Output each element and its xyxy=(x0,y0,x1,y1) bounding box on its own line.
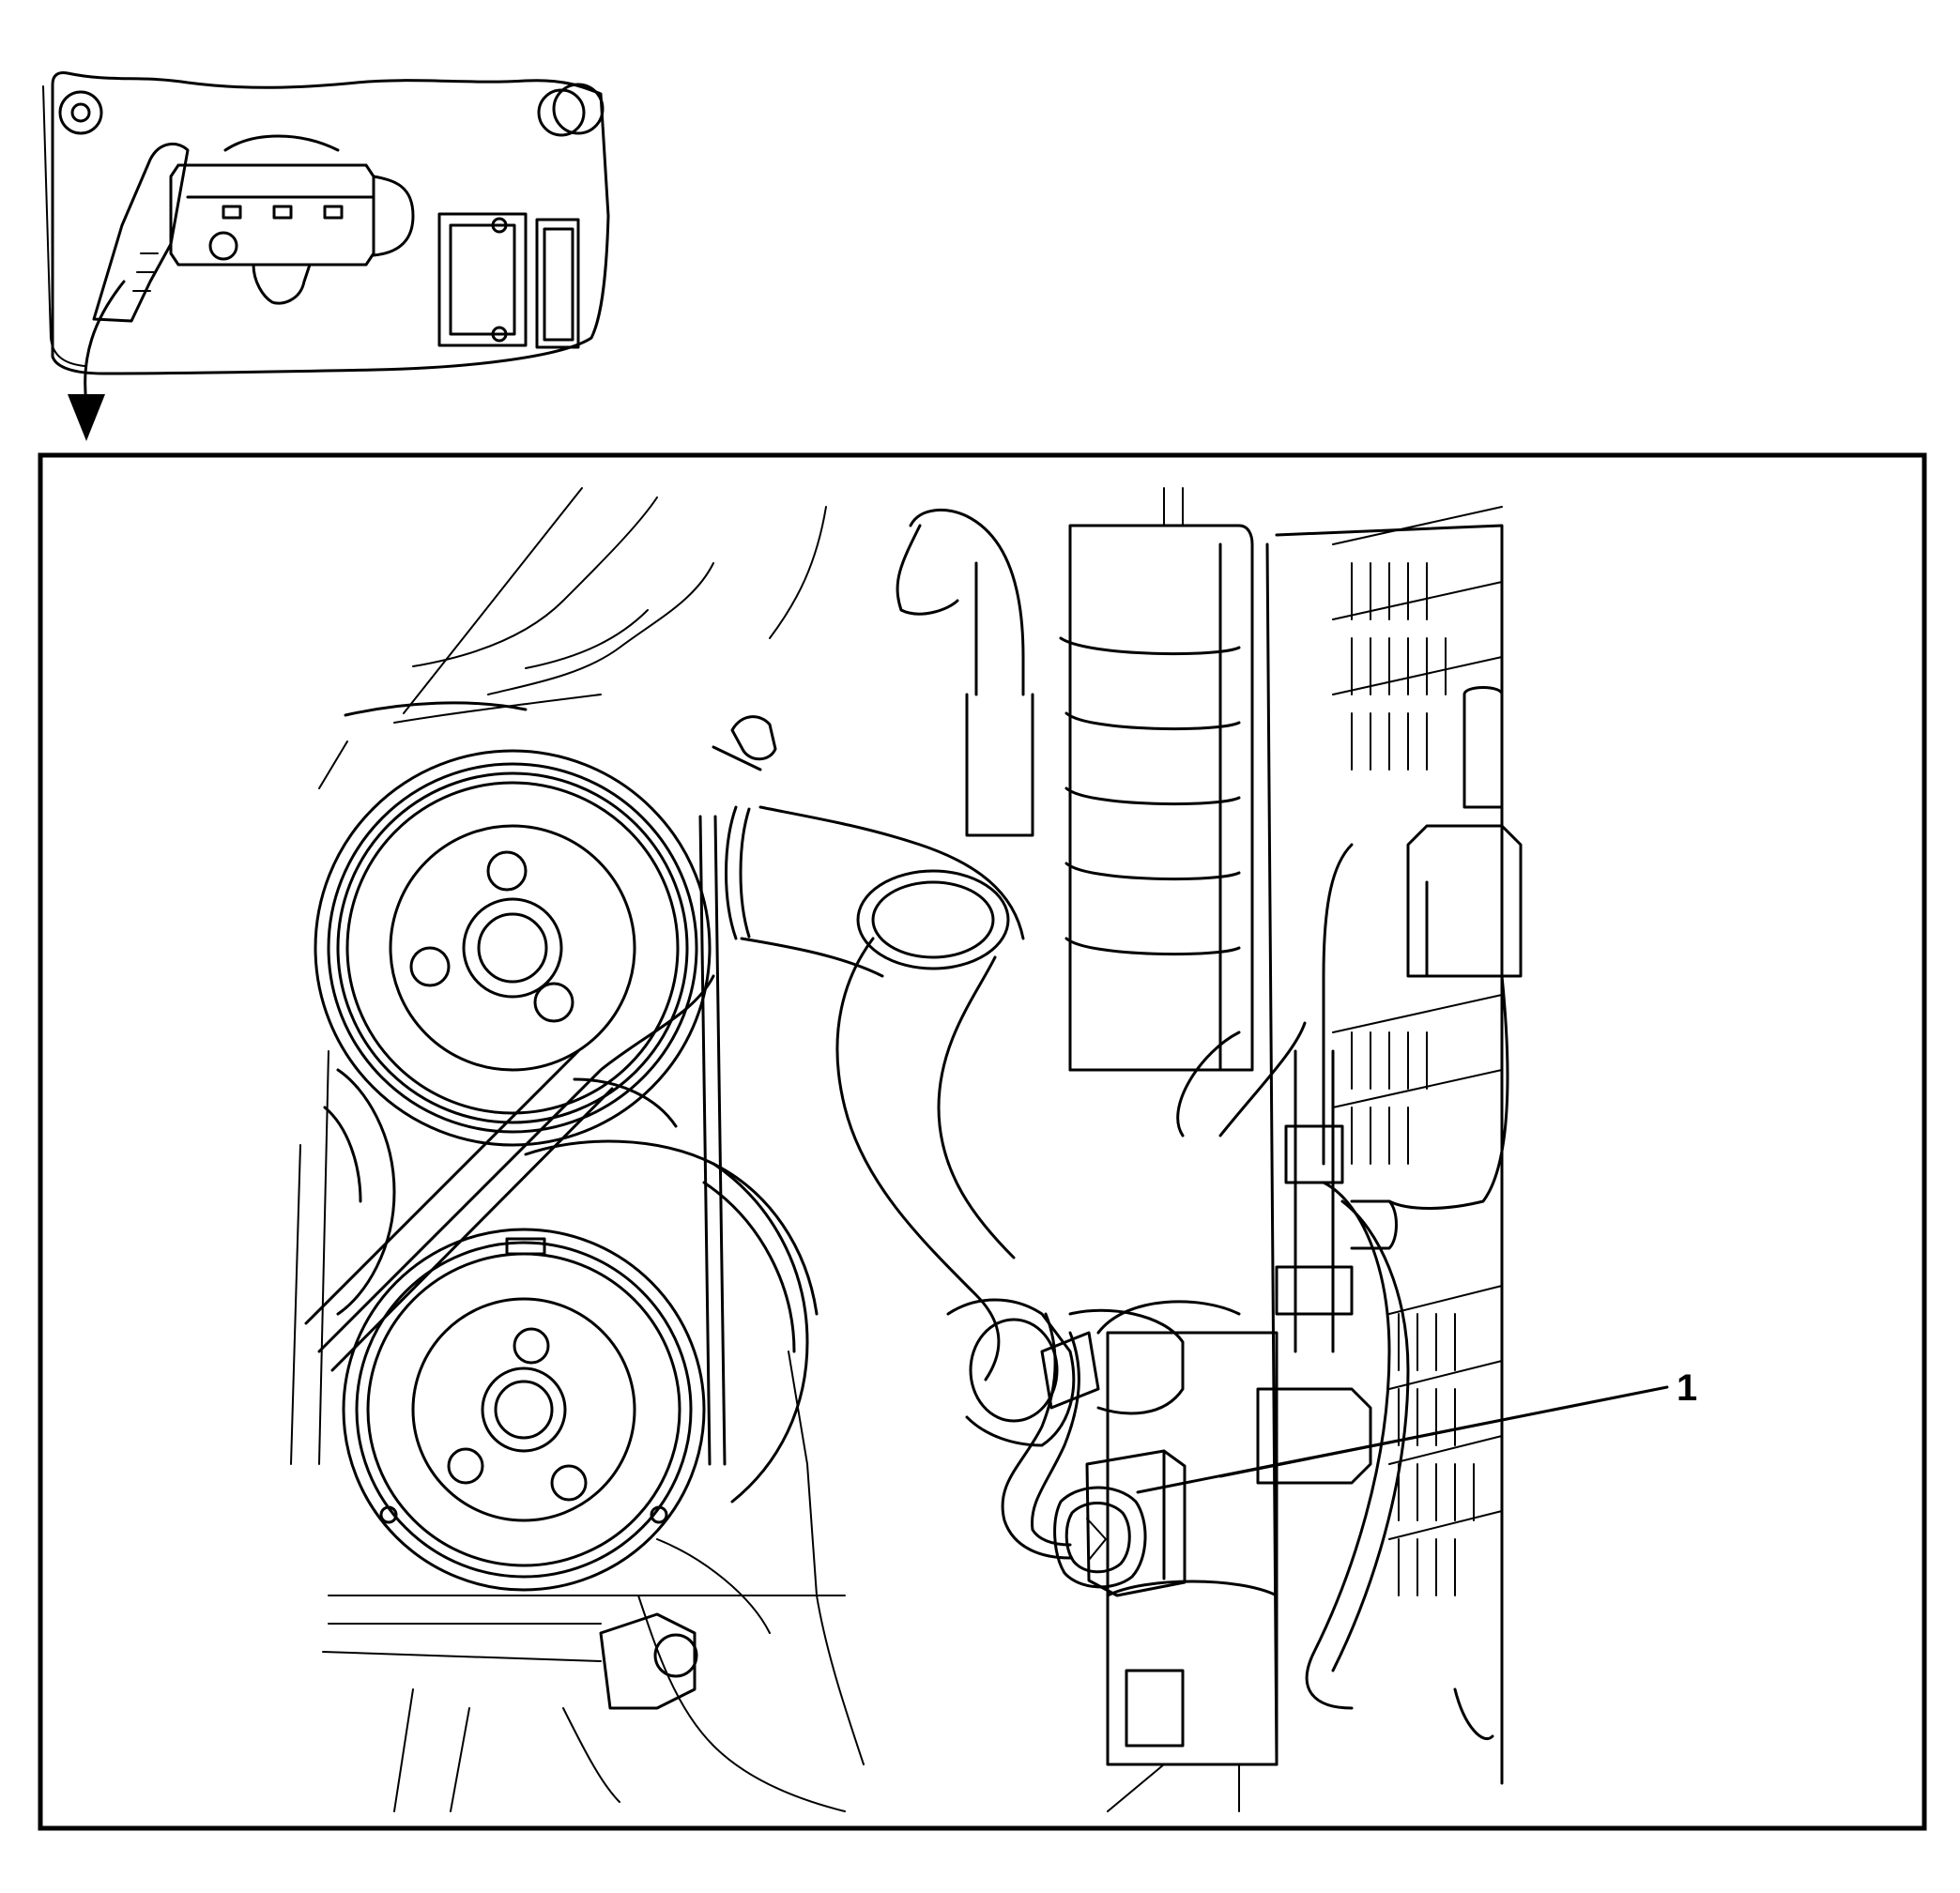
ac-hose-lower xyxy=(1001,1312,1080,1560)
lower-radiator-hose xyxy=(946,1298,1185,1447)
inset-mount-right xyxy=(537,88,586,137)
charge-air-pipe xyxy=(1059,487,1254,1072)
detail-view: 1 xyxy=(290,487,1697,1812)
inset-intake-duct xyxy=(92,142,190,323)
middle-pulleys xyxy=(323,1068,819,1504)
engine-block-background xyxy=(290,487,865,1812)
callout-1-leader xyxy=(1136,1385,1669,1494)
upper-radiator-hose xyxy=(725,805,1025,1382)
callout-1-label: 1 xyxy=(1677,1367,1697,1409)
belt-tensioner-clip xyxy=(712,715,777,771)
inset-engine-block xyxy=(169,134,415,305)
serpentine-belt xyxy=(304,701,727,1466)
upper-pulley xyxy=(314,749,712,1147)
locator-inset xyxy=(42,71,610,441)
ac-pressure-sensor xyxy=(1053,1449,1187,1597)
inset-mount-left xyxy=(58,90,103,135)
inset-fuse-box xyxy=(535,218,580,349)
radiator-core xyxy=(1265,506,1504,1785)
coolant-tube-upper xyxy=(896,508,1034,837)
ac-compressor-pulley xyxy=(342,1228,706,1592)
mount-bracket xyxy=(322,1538,846,1710)
ac-lines xyxy=(1176,686,1523,1740)
inset-battery xyxy=(437,212,528,347)
curved-down-arrow-icon xyxy=(68,280,126,441)
detail-frame xyxy=(38,452,1927,1831)
